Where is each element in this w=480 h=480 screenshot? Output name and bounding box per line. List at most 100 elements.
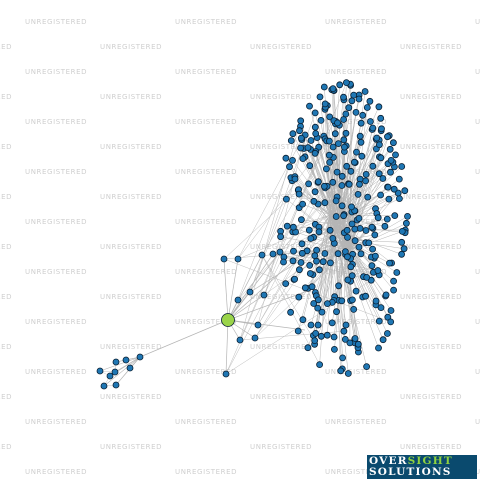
graph-node [336,81,344,89]
graph-node [246,288,254,296]
graph-node [392,151,399,159]
graph-node [350,91,358,99]
graph-node [357,119,365,127]
graph-node [96,367,104,375]
graph-nodes [96,79,411,390]
graph-node [316,93,324,101]
graph-node [340,143,348,151]
graph-node [404,212,411,220]
graph-edge [329,184,360,216]
graph-node [342,321,350,329]
graph-node [122,356,130,364]
graph-node [375,317,383,325]
graph-node [354,190,362,198]
graph-node [297,144,305,152]
graph-node [329,234,337,242]
graph-edge [295,231,351,251]
graph-node [333,308,340,316]
graph-node [368,262,376,270]
graph-node [289,130,297,138]
graph-node [395,195,403,203]
graph-node [382,291,390,299]
graph-node [387,156,395,164]
graph-node [352,109,360,116]
graph-node [291,275,299,283]
graph-node [333,168,341,176]
graph-node [289,257,297,265]
graph-node [295,266,303,274]
graph-node [321,199,329,207]
graph-node [329,85,337,92]
graph-node [362,177,370,185]
graph-node [357,138,365,146]
graph-node [111,368,119,376]
graph-node [297,134,305,142]
graph-node [317,332,325,340]
graph-node [401,187,409,195]
graph-node [340,136,348,144]
graph-node [358,152,366,160]
graph-node [334,250,342,258]
graph-node [383,330,391,337]
graph-node [301,284,309,292]
graph-node [391,212,399,220]
graph-node [386,145,394,153]
graph-node [112,381,120,389]
graph-node [340,327,348,335]
graph-node [363,363,371,371]
graph-node [377,304,385,312]
graph-node [351,335,359,342]
graph-node [375,344,382,352]
graph-node [377,154,385,162]
graph-node [334,119,341,127]
graph-node [311,123,319,131]
graph-node [316,361,324,369]
graph-node [374,214,382,222]
graph-edge [285,158,336,231]
graph-node [386,259,393,267]
graph-node [363,104,371,111]
graph-node [326,158,334,166]
graph-edge [307,239,346,348]
graph-node [313,246,321,254]
graph-node [311,337,319,345]
graph-edge [254,227,373,339]
graph-node [375,170,383,178]
graph-node [314,296,322,304]
graph-edge [294,178,351,251]
graph-node [338,297,346,305]
graph-node [362,170,370,178]
graph-node [100,382,108,390]
graph-node [299,200,307,208]
graph-edge [272,253,380,276]
graph-node [283,222,291,230]
graph-node [398,238,406,246]
graph-node [106,372,114,380]
graph-node [365,239,373,247]
graph-node [291,175,299,183]
graph-node [136,353,144,361]
graph-node [387,318,395,326]
graph-node [330,333,338,341]
graph-node [310,197,318,205]
graph-node [335,282,343,290]
graph-node [355,214,363,222]
graph-node [348,272,356,280]
graph-node [347,263,355,271]
graph-node [342,79,350,86]
graph-node [369,162,377,170]
graph-edge [225,319,229,375]
graph-edge [227,294,265,321]
graph-node [398,250,406,258]
graph-edge [99,356,141,372]
graph-node [306,261,314,269]
graph-node [356,132,364,140]
graph-node [222,370,230,378]
graph-node [287,308,295,316]
graph-node [343,162,351,170]
graph-node [328,319,336,327]
graph-node [329,178,337,186]
graph-node [345,104,353,112]
